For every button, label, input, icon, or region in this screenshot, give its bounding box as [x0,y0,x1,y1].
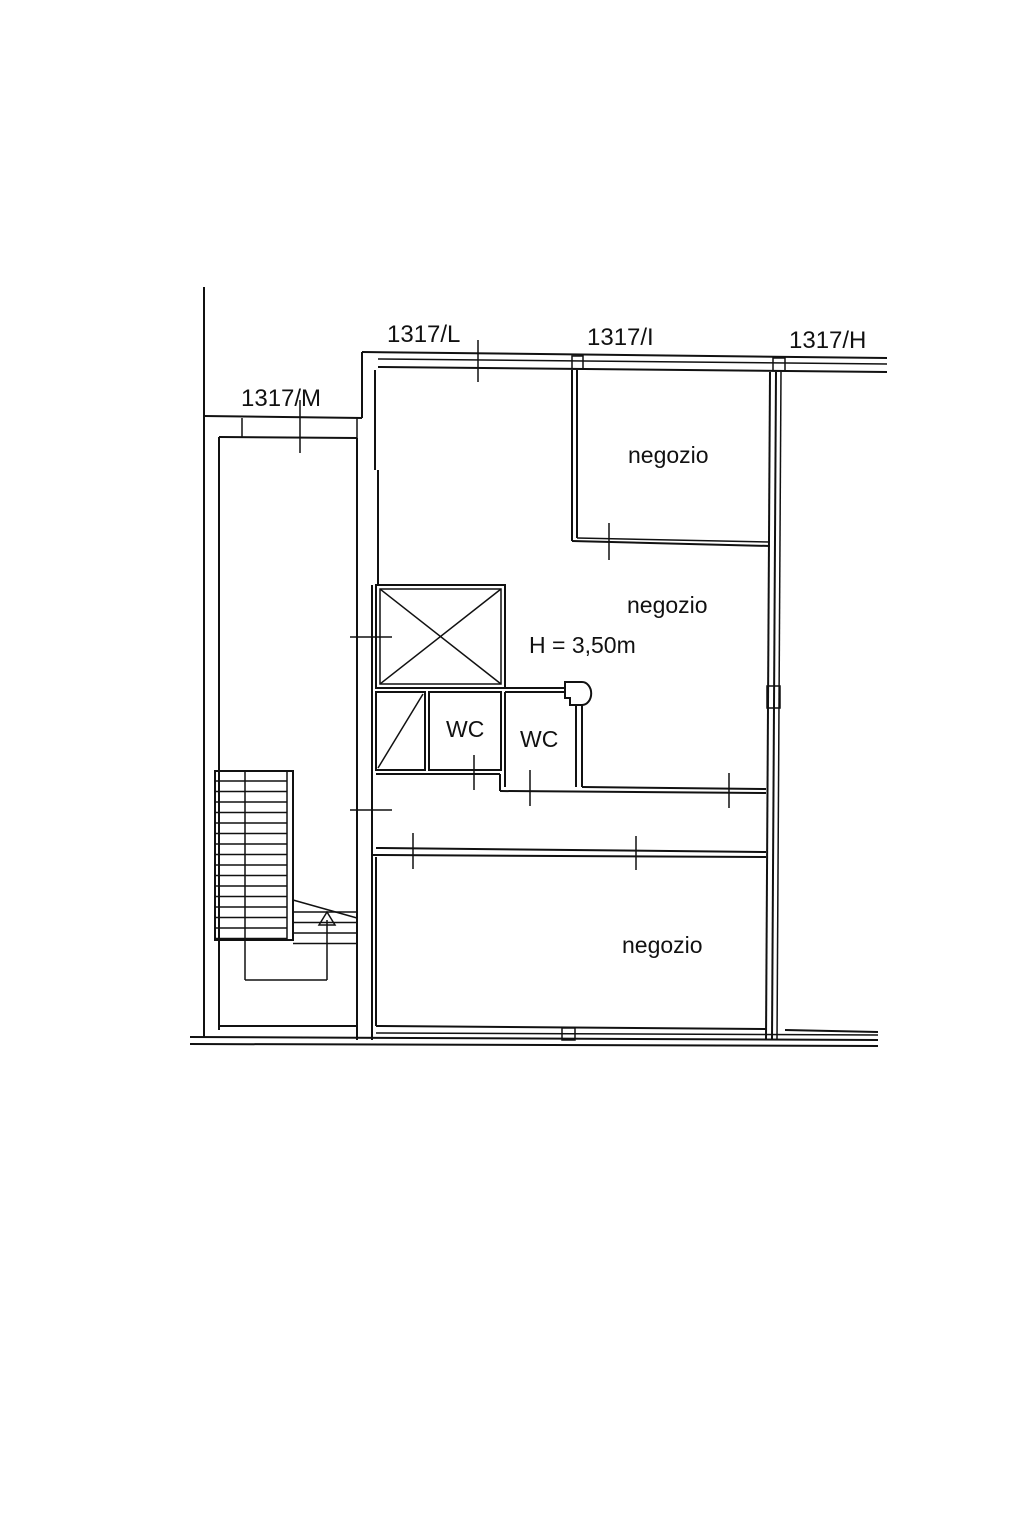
stair-block-walls [203,352,379,1040]
wc-right-walls [504,681,593,787]
top-wall [361,351,888,373]
parcel-label-m: 1317/M [241,385,322,412]
room-label-wc-right: WC [520,726,559,752]
bottom-wall [189,1025,879,1047]
door-marks [299,340,730,870]
parcel-label-l: 1317/L [387,321,461,348]
elevator-shaft [375,584,506,689]
room-label-shop-middle: negozio [627,592,708,618]
staircase [214,770,358,981]
bottom-shop-walls [375,857,767,1030]
wc-left-walls [428,691,502,771]
room-label-wc-left: WC [446,716,485,742]
service-duct [375,691,426,771]
corridor-walls [371,773,767,858]
right-wall [765,371,782,1041]
room-label-shop-bottom: negozio [622,932,703,958]
parcel-label-i: 1317/I [587,324,654,351]
room-label-shop-top: negozio [628,442,709,468]
height-note: H = 3,50m [529,632,636,658]
parcel-label-h: 1317/H [789,327,867,354]
